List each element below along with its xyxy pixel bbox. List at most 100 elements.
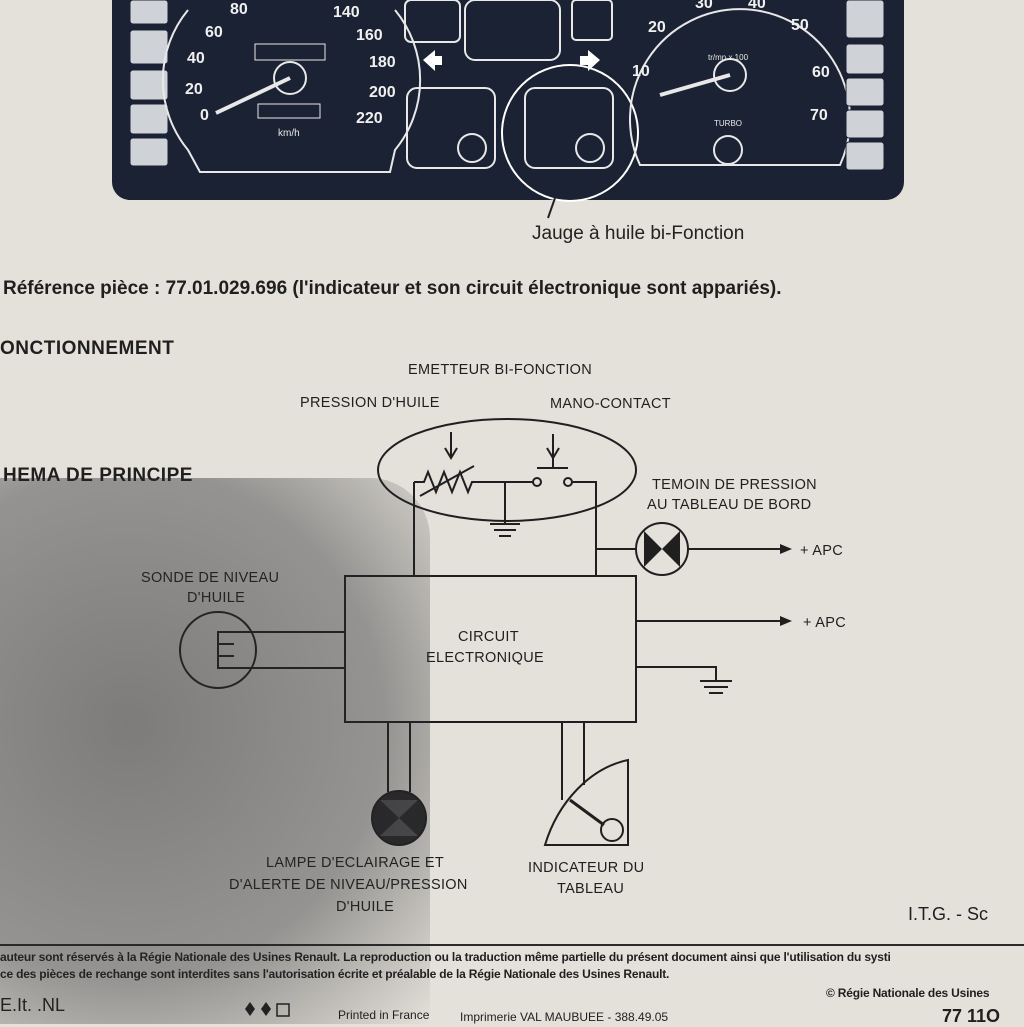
- reference-line: Référence pièce : 77.01.029.696 (l'indic…: [3, 278, 782, 299]
- speed-tick: 60: [205, 24, 223, 41]
- footer-symbols-icon: [245, 1002, 290, 1017]
- rev-tick: 30: [695, 0, 713, 12]
- panel-warning-light: [845, 141, 885, 171]
- tachometer-needle: [659, 73, 731, 97]
- footer-rule: [0, 944, 1024, 946]
- rev-tick: 70: [810, 107, 828, 124]
- lamp-eclairage: [371, 790, 427, 846]
- footer-line-2: ce des pièces de rechange sont interdite…: [0, 967, 670, 981]
- label-sonde-2: D'HUILE: [187, 590, 245, 606]
- label-mano: MANO-CONTACT: [550, 396, 671, 412]
- panel-warning-light: [845, 77, 885, 107]
- label-emetteur: EMETTEUR BI-FONCTION: [408, 362, 592, 378]
- panel-warning-light: [129, 29, 169, 65]
- footer-code: 77 11O: [942, 1006, 1001, 1026]
- rev-tick: 60: [812, 64, 830, 81]
- panel-warning-light: [845, 109, 885, 139]
- label-lampe-2: D'ALERTE DE NIVEAU/PRESSION: [229, 877, 468, 893]
- label-lampe-3: D'HUILE: [336, 899, 394, 915]
- speed-tick: 180: [369, 54, 396, 71]
- sonde-element: [217, 631, 238, 669]
- gauge-caption: Jauge à huile bi-Fonction: [532, 223, 744, 244]
- speed-tick: 160: [356, 27, 383, 44]
- switch-contact: [532, 477, 542, 487]
- turbo-label: TURBO: [714, 119, 742, 128]
- speedometer-needle: [215, 76, 291, 115]
- panel-module: [464, 0, 561, 61]
- panel-warning-light: [845, 43, 885, 75]
- indicator-hub: [600, 818, 624, 842]
- switch-contact: [563, 477, 573, 487]
- box-ground-wire: [636, 666, 717, 680]
- temoin-lamp: [635, 522, 689, 576]
- speed-tick: 220: [356, 110, 383, 127]
- apc-arrow-2: [780, 616, 792, 626]
- itg-label: I.T.G. - Sc: [908, 904, 989, 924]
- panel-warning-light: [129, 69, 169, 101]
- label-circuit-1: CIRCUIT: [458, 629, 519, 645]
- rev-tick: 10: [632, 63, 650, 80]
- switch-arrow-head: [546, 447, 560, 460]
- oil-gauge-highlight-circle: [501, 64, 639, 202]
- label-lampe-1: LAMPE D'ECLAIRAGE ET: [266, 855, 444, 871]
- panel-warning-light: [845, 0, 885, 39]
- rev-tick: 20: [648, 19, 666, 36]
- footer-languages: E.It. .NL: [0, 995, 66, 1015]
- speed-tick: 80: [230, 1, 248, 18]
- ground-symbol: [490, 523, 520, 537]
- footer-line-1: auteur sont réservés à la Régie National…: [0, 950, 891, 964]
- label-indicateur-2: TABLEAU: [557, 881, 624, 897]
- turbo-gauge-hub: [713, 135, 743, 165]
- oil-temp-gauge: [406, 87, 496, 169]
- speed-tick: 40: [187, 50, 205, 67]
- instrument-panel-drawing: 80 60 40 20 0 140 160 180 200 220 km/h 1…: [129, 0, 885, 244]
- caption-pointer: [547, 197, 556, 219]
- pressure-arrow-head: [444, 447, 458, 460]
- tachometer-hub: [713, 58, 747, 92]
- panel-warning-light: [129, 103, 169, 135]
- switch-output-wire: [572, 481, 597, 576]
- speedometer-hub: [273, 61, 307, 95]
- rev-unit: tr/mn x 100: [708, 53, 749, 62]
- trip-meter: [257, 103, 321, 119]
- label-indicateur-1: INDICATEUR DU: [528, 860, 644, 876]
- indicator-needle: [569, 798, 605, 827]
- oil-gauge-hub: [575, 133, 605, 163]
- label-apc-2: + APC: [803, 615, 846, 631]
- panel-module: [404, 0, 461, 43]
- speed-tick: 200: [369, 84, 396, 101]
- speed-tick: 140: [333, 4, 360, 21]
- emitter-ellipse: [377, 418, 637, 522]
- circuit-box: [344, 575, 637, 723]
- panel-warning-light: [129, 137, 169, 167]
- footer-copyright: © Régie Nationale des Usines: [826, 986, 990, 1000]
- label-temoin-2: AU TABLEAU DE BORD: [647, 497, 811, 513]
- resistor-symbol: [414, 469, 505, 495]
- rev-tick: 50: [791, 17, 809, 34]
- oil-temp-hub: [457, 133, 487, 163]
- turn-right-arrow-icon: [580, 50, 600, 71]
- label-temoin-1: TEMOIN DE PRESSION: [652, 477, 817, 493]
- footer-imprimerie: Imprimerie VAL MAUBUEE - 388.49.05: [460, 1010, 669, 1024]
- indicator-wires: [561, 722, 585, 800]
- rev-tick: 40: [748, 0, 766, 12]
- section-fonctionnement: ONCTIONNEMENT: [0, 338, 175, 359]
- odometer: [254, 43, 326, 61]
- apc-arrow-1: [780, 544, 792, 554]
- speedometer-bezel: [161, 9, 422, 173]
- oil-gauge-module: [524, 87, 614, 169]
- footer-printed: Printed in France: [338, 1008, 430, 1022]
- label-sonde-1: SONDE DE NIVEAU: [141, 570, 279, 586]
- label-pression: PRESSION D'HUILE: [300, 395, 440, 411]
- lamp-wires: [387, 722, 411, 792]
- panel-warning-light: [129, 0, 169, 25]
- speed-tick: 0: [200, 107, 209, 124]
- speed-tick: 20: [185, 81, 203, 98]
- turn-left-arrow-icon: [423, 50, 442, 71]
- indicator-gauge: [543, 758, 629, 846]
- schematic-diagram: EMETTEUR BI-FONCTION PRESSION D'HUILE MA…: [141, 362, 846, 915]
- speed-unit: km/h: [278, 128, 300, 139]
- label-circuit-2: ELECTRONIQUE: [426, 650, 544, 666]
- label-apc-1: + APC: [800, 543, 843, 559]
- box-ground-symbol: [700, 680, 732, 694]
